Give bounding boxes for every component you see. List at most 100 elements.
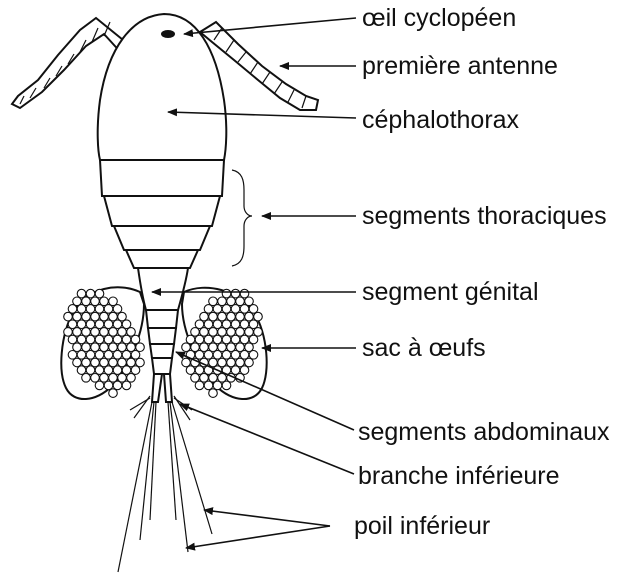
egg <box>222 381 231 390</box>
genital-segment-shape <box>138 268 188 310</box>
egg <box>213 305 222 314</box>
egg <box>113 335 122 344</box>
egg <box>113 351 122 360</box>
egg <box>195 381 204 390</box>
egg <box>131 366 140 375</box>
egg <box>113 305 122 314</box>
egg <box>113 381 122 390</box>
egg <box>95 351 104 360</box>
copepod-illustration <box>12 14 318 572</box>
egg <box>249 320 258 329</box>
egg <box>213 320 222 329</box>
egg <box>204 335 213 344</box>
egg <box>95 335 104 344</box>
cyclops-eye <box>161 30 175 38</box>
egg <box>77 351 86 360</box>
arrow-lower-hair-lower <box>186 526 330 548</box>
egg <box>113 320 122 329</box>
label-eye: œil cyclopéen <box>362 4 516 32</box>
label-cephalothorax: céphalothorax <box>362 106 520 134</box>
egg <box>113 366 122 375</box>
egg <box>222 305 231 314</box>
egg <box>131 335 140 344</box>
egg <box>86 320 95 329</box>
egg <box>249 305 258 314</box>
egg <box>195 320 204 329</box>
caudal-rami <box>152 374 172 402</box>
egg <box>204 305 213 314</box>
egg <box>86 335 95 344</box>
right-egg-sac <box>182 288 267 399</box>
egg <box>95 381 104 390</box>
egg <box>68 351 77 360</box>
egg <box>68 335 77 344</box>
egg <box>240 351 249 360</box>
egg <box>186 335 195 344</box>
label-egg-sac: sac à œufs <box>362 334 486 362</box>
egg <box>122 366 131 375</box>
label-genital-segment: segment génital <box>362 278 539 306</box>
egg <box>240 289 249 298</box>
egg <box>95 320 104 329</box>
egg <box>86 351 95 360</box>
egg <box>77 305 86 314</box>
egg <box>109 389 118 398</box>
egg <box>86 305 95 314</box>
egg <box>195 335 204 344</box>
egg <box>86 289 95 298</box>
egg <box>213 381 222 390</box>
egg <box>86 366 95 375</box>
egg <box>104 351 113 360</box>
egg <box>104 366 113 375</box>
egg <box>77 320 86 329</box>
egg <box>195 366 204 375</box>
egg <box>240 335 249 344</box>
egg <box>122 351 131 360</box>
egg <box>240 366 249 375</box>
arrow-lower-branch <box>180 404 354 474</box>
egg <box>95 305 104 314</box>
label-lower-branch: branche inférieure <box>358 462 560 490</box>
abdominal-segment-shapes <box>146 310 178 374</box>
egg <box>240 305 249 314</box>
egg <box>77 335 86 344</box>
egg <box>222 351 231 360</box>
label-thoracic-segments: segments thoraciques <box>362 202 607 230</box>
egg <box>82 374 91 383</box>
egg <box>231 351 240 360</box>
label-antenna: première antenne <box>362 52 558 80</box>
egg <box>231 320 240 329</box>
egg <box>222 320 231 329</box>
egg <box>231 335 240 344</box>
egg <box>122 335 131 344</box>
egg <box>68 320 77 329</box>
egg <box>104 381 113 390</box>
egg <box>131 351 140 360</box>
left-egg-sac <box>61 287 144 399</box>
egg <box>68 305 77 314</box>
egg <box>77 289 86 298</box>
egg <box>95 289 104 298</box>
egg <box>204 381 213 390</box>
egg <box>209 389 218 398</box>
egg <box>231 366 240 375</box>
egg <box>240 320 249 329</box>
egg <box>104 320 113 329</box>
egg <box>249 335 258 344</box>
egg <box>104 335 113 344</box>
egg <box>195 351 204 360</box>
egg <box>186 366 195 375</box>
labels: œil cyclopéen première antenne céphaloth… <box>354 4 610 540</box>
egg <box>213 335 222 344</box>
egg <box>95 366 104 375</box>
egg <box>77 366 86 375</box>
egg <box>122 320 131 329</box>
label-abdominal-segments: segments abdominaux <box>358 418 610 446</box>
thoracic-segment-block <box>100 160 224 268</box>
egg <box>222 289 231 298</box>
egg <box>204 351 213 360</box>
egg <box>222 335 231 344</box>
arrow-lower-hair-upper <box>204 510 330 526</box>
egg <box>204 320 213 329</box>
